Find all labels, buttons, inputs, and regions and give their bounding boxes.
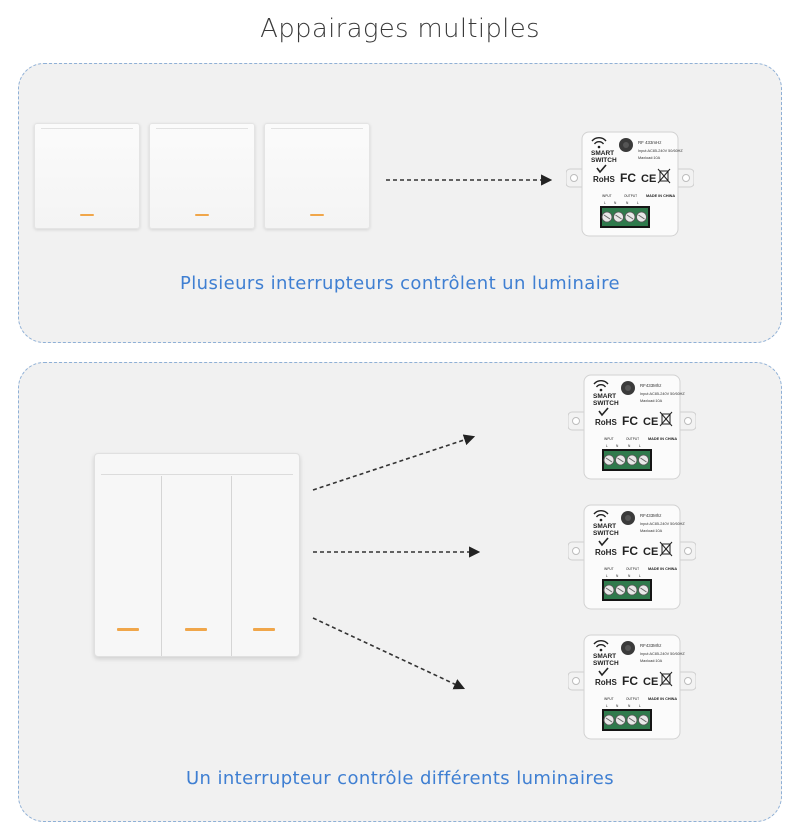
module-ce-label: CE <box>643 676 658 688</box>
rocker-divider <box>161 476 162 656</box>
module-rohs-label: RoHS <box>595 678 617 687</box>
triple-wall-switch <box>94 453 300 657</box>
module-input-terminal-label: INPUT <box>604 567 614 571</box>
rocker-indicator-3 <box>253 628 275 631</box>
module-output-terminal-label: OUTPUT <box>626 437 639 441</box>
module-fc-label: FC <box>622 674 638 688</box>
module-input-terminal-label: INPUT <box>602 194 612 198</box>
module-fc-label: FC <box>622 544 638 558</box>
rocker-indicator-1 <box>117 628 139 631</box>
smart-switch-module: SMART SWITCH RF433Mhz Input:AC85-240V 50… <box>568 634 696 740</box>
switch-indicator <box>310 214 324 216</box>
module-l-label: L <box>639 444 641 448</box>
module-maxload-label: Maxload:10A <box>640 399 663 403</box>
module-input-label: Input:AC85-240V 50/60HZ <box>640 522 685 526</box>
module-rohs-label: RoHS <box>593 175 615 184</box>
module-l-label: L <box>639 574 641 578</box>
module-l-label: L <box>639 704 641 708</box>
rocker-divider <box>231 476 232 656</box>
module-smart-label: SMART <box>591 150 614 157</box>
module-fc-label: FC <box>620 171 636 185</box>
smart-switch-module: SMART SWITCH RF433Mhz Input:AC85-240V 50… <box>568 374 696 480</box>
module-switch-label: SWITCH <box>591 157 617 164</box>
module-l-label: L <box>606 444 608 448</box>
module-made-in-label: MADE IN CHINA <box>648 437 677 441</box>
module-ce-label: CE <box>643 416 658 428</box>
module-rf-label: RF433Mhz <box>640 513 661 518</box>
module-made-in-label: MADE IN CHINA <box>646 194 675 198</box>
module-fc-label: FC <box>622 414 638 428</box>
module-n-label: N <box>628 574 631 578</box>
bottom-caption: Un interrupteur contrôle différents lumi… <box>185 768 615 789</box>
smart-switch-module: SMART SWITCH RF 433mHz Input:AC85-240V 5… <box>566 131 694 237</box>
module-input-label: Input:AC85-240V 50/60HZ <box>640 652 685 656</box>
module-n-label: N <box>628 444 631 448</box>
rocker-indicator-2 <box>185 628 207 631</box>
module-smart-label: SMART <box>593 653 616 660</box>
module-output-terminal-label: OUTPUT <box>624 194 637 198</box>
module-n-label: N <box>614 201 617 205</box>
module-n-label: N <box>628 704 631 708</box>
module-n-label: N <box>626 201 629 205</box>
module-switch-label: SWITCH <box>593 400 619 407</box>
module-input-label: Input:AC85-240V 50/60HZ <box>640 392 685 396</box>
module-n-label: N <box>616 444 619 448</box>
module-output-terminal-label: OUTPUT <box>626 567 639 571</box>
module-rf-label: RF433Mhz <box>640 383 661 388</box>
module-maxload-label: Maxload:10A <box>640 529 663 533</box>
wall-switch-1 <box>34 123 140 229</box>
module-l-label: L <box>606 704 608 708</box>
module-rf-label: RF433Mhz <box>640 643 661 648</box>
module-l-label: L <box>604 201 606 205</box>
wall-switch-3 <box>264 123 370 229</box>
module-rf-label: RF 433mHz <box>638 140 661 145</box>
module-maxload-label: Maxload:10A <box>640 659 663 663</box>
wall-switch-2 <box>149 123 255 229</box>
module-input-terminal-label: INPUT <box>604 437 614 441</box>
module-ce-label: CE <box>643 546 658 558</box>
module-switch-label: SWITCH <box>593 530 619 537</box>
top-caption: Plusieurs interrupteurs contrôlent un lu… <box>180 273 620 294</box>
module-n-label: N <box>616 574 619 578</box>
module-input-terminal-label: INPUT <box>604 697 614 701</box>
page-title: Appairages multiples <box>260 14 540 44</box>
switch-indicator <box>195 214 209 216</box>
switch-frame-line <box>101 474 293 475</box>
module-smart-label: SMART <box>593 523 616 530</box>
module-ce-label: CE <box>641 173 656 185</box>
module-made-in-label: MADE IN CHINA <box>648 697 677 701</box>
module-smart-label: SMART <box>593 393 616 400</box>
smart-switch-module: SMART SWITCH RF433Mhz Input:AC85-240V 50… <box>568 504 696 610</box>
module-maxload-label: Maxload:10A <box>638 156 661 160</box>
module-switch-label: SWITCH <box>593 660 619 667</box>
module-n-label: N <box>616 704 619 708</box>
module-rohs-label: RoHS <box>595 418 617 427</box>
module-rohs-label: RoHS <box>595 548 617 557</box>
module-l-label: L <box>606 574 608 578</box>
module-l-label: L <box>637 201 639 205</box>
module-input-label: Input:AC85-240V 50/60HZ <box>638 149 683 153</box>
switch-indicator <box>80 214 94 216</box>
module-output-terminal-label: OUTPUT <box>626 697 639 701</box>
module-made-in-label: MADE IN CHINA <box>648 567 677 571</box>
